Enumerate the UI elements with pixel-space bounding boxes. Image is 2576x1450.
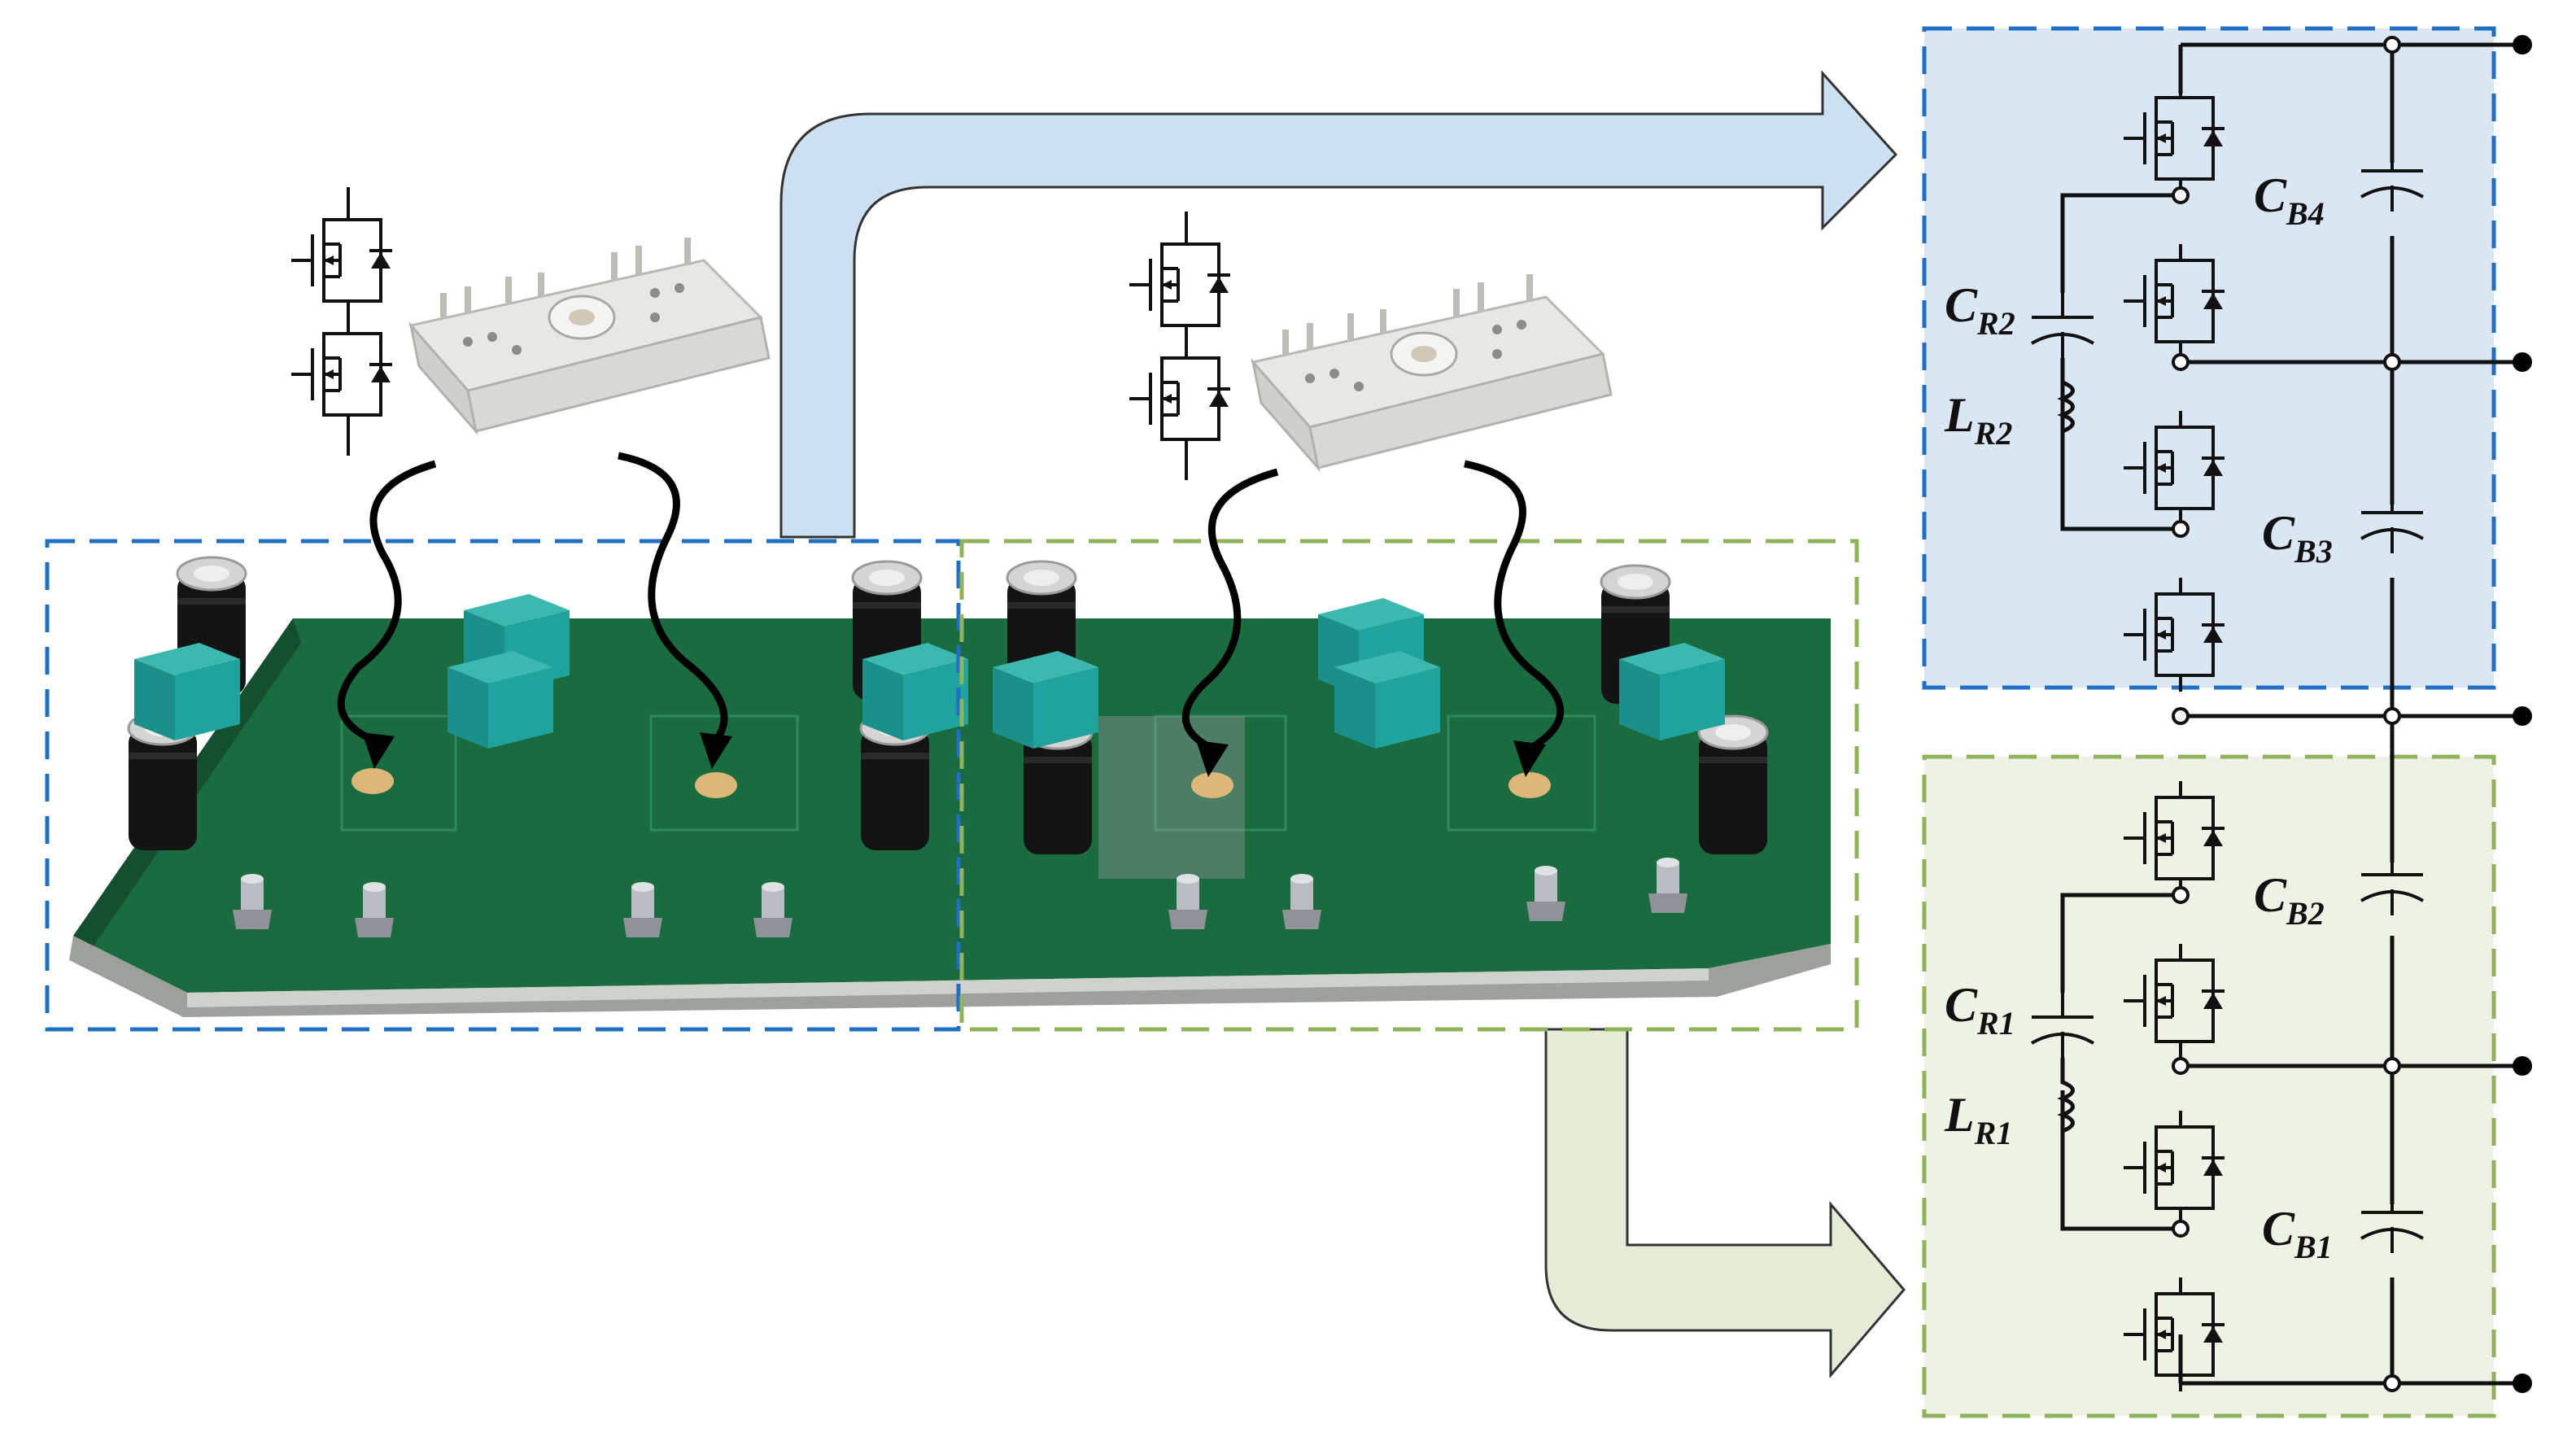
label-cb2: CB2 bbox=[2254, 868, 2325, 932]
mosfet-halfbridge-icon bbox=[1129, 212, 1230, 480]
blue-module-box-photo bbox=[45, 539, 961, 1032]
mosfet-halfbridge-icon bbox=[291, 187, 392, 456]
green-flow-arrow bbox=[1544, 1028, 1906, 1379]
semitop-module-icon bbox=[1253, 274, 1611, 468]
wavy-arrows bbox=[337, 452, 1564, 753]
label-cb1: CB1 bbox=[2262, 1202, 2333, 1265]
pcb-photo bbox=[69, 556, 1831, 1017]
blue-flow-arrow bbox=[779, 70, 1898, 539]
label-lr2: LR2 bbox=[1944, 388, 2012, 452]
label-cr2: CR2 bbox=[1945, 278, 2015, 342]
module-1-box bbox=[1922, 754, 2496, 1418]
green-module-box-photo bbox=[959, 539, 1859, 1032]
label-cb4: CB4 bbox=[2254, 168, 2325, 232]
semitop-module-icon bbox=[411, 238, 769, 431]
label-cb3: CB3 bbox=[2262, 506, 2333, 570]
label-lr1: LR1 bbox=[1944, 1088, 2012, 1151]
schematic bbox=[2030, 35, 2532, 1393]
label-cr1: CR1 bbox=[1945, 978, 2015, 1042]
